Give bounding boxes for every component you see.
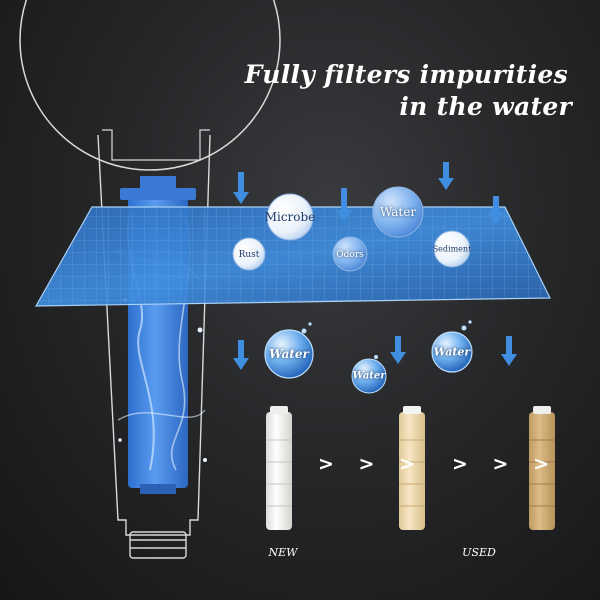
headline-line-1: Fully filters impurities bbox=[244, 60, 568, 89]
impurity-label-water: Water bbox=[379, 205, 417, 219]
impurity-label-sediment: Sediment bbox=[432, 244, 472, 254]
impurity-label-odors: Odors bbox=[336, 250, 364, 260]
water-drop-label-2: Water bbox=[352, 370, 386, 382]
shower-handle bbox=[97, 134, 211, 559]
cartridge-used bbox=[529, 406, 555, 530]
caption-new: NEW bbox=[268, 546, 298, 559]
impurity-bubbles bbox=[232, 186, 471, 272]
cartridge-new bbox=[266, 406, 292, 530]
shower-head bbox=[19, 0, 281, 171]
progress-arrow-1: > > > bbox=[318, 453, 424, 475]
water-droplets bbox=[264, 320, 473, 394]
inflow-arrows bbox=[233, 162, 504, 224]
caption-used: USED bbox=[462, 546, 496, 559]
impurity-label-microbe: Microbe bbox=[264, 210, 316, 224]
headline-line-2: in the water bbox=[399, 92, 572, 121]
water-drop-label-3: Water bbox=[433, 345, 471, 359]
cartridge-partly-used bbox=[399, 406, 425, 530]
filter-mesh-panel bbox=[34, 206, 551, 307]
water-drop-label-1: Water bbox=[269, 347, 309, 361]
impurity-label-rust: Rust bbox=[238, 250, 260, 260]
outflow-arrows bbox=[233, 336, 517, 370]
progress-arrow-2: > > > bbox=[452, 453, 558, 475]
